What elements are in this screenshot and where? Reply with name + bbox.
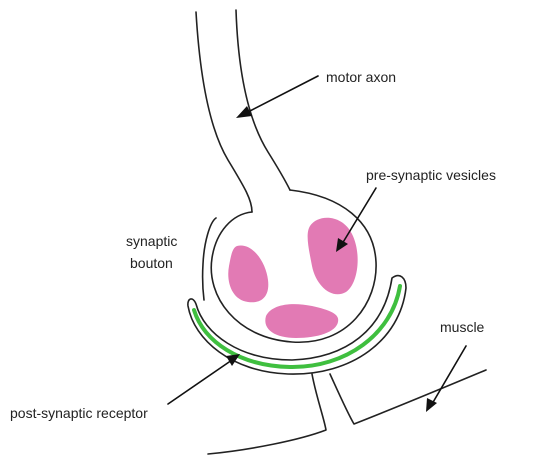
label-postsynaptic-receptor: post-synaptic receptor [10, 405, 148, 421]
presynaptic-vesicle [265, 304, 338, 338]
label-motor-axon: motor axon [326, 69, 396, 85]
presynaptic-vesicle [228, 245, 268, 302]
muscle-wall-left [208, 374, 326, 454]
label-synaptic: synaptic [126, 233, 177, 249]
receptor-arrowhead [226, 354, 240, 366]
label-muscle: muscle [440, 319, 485, 335]
muscle-arrowhead [426, 398, 437, 412]
vesicles-pointer [342, 188, 376, 244]
muscle-pointer [432, 346, 466, 404]
axon-right-wall [236, 10, 290, 190]
label-presynaptic-vesicles: pre-synaptic vesicles [366, 167, 496, 183]
muscle-wall-right [330, 370, 486, 424]
label-bouton: bouton [130, 255, 173, 271]
receptor-pointer [168, 360, 232, 404]
motor-axon-pointer [244, 76, 318, 114]
